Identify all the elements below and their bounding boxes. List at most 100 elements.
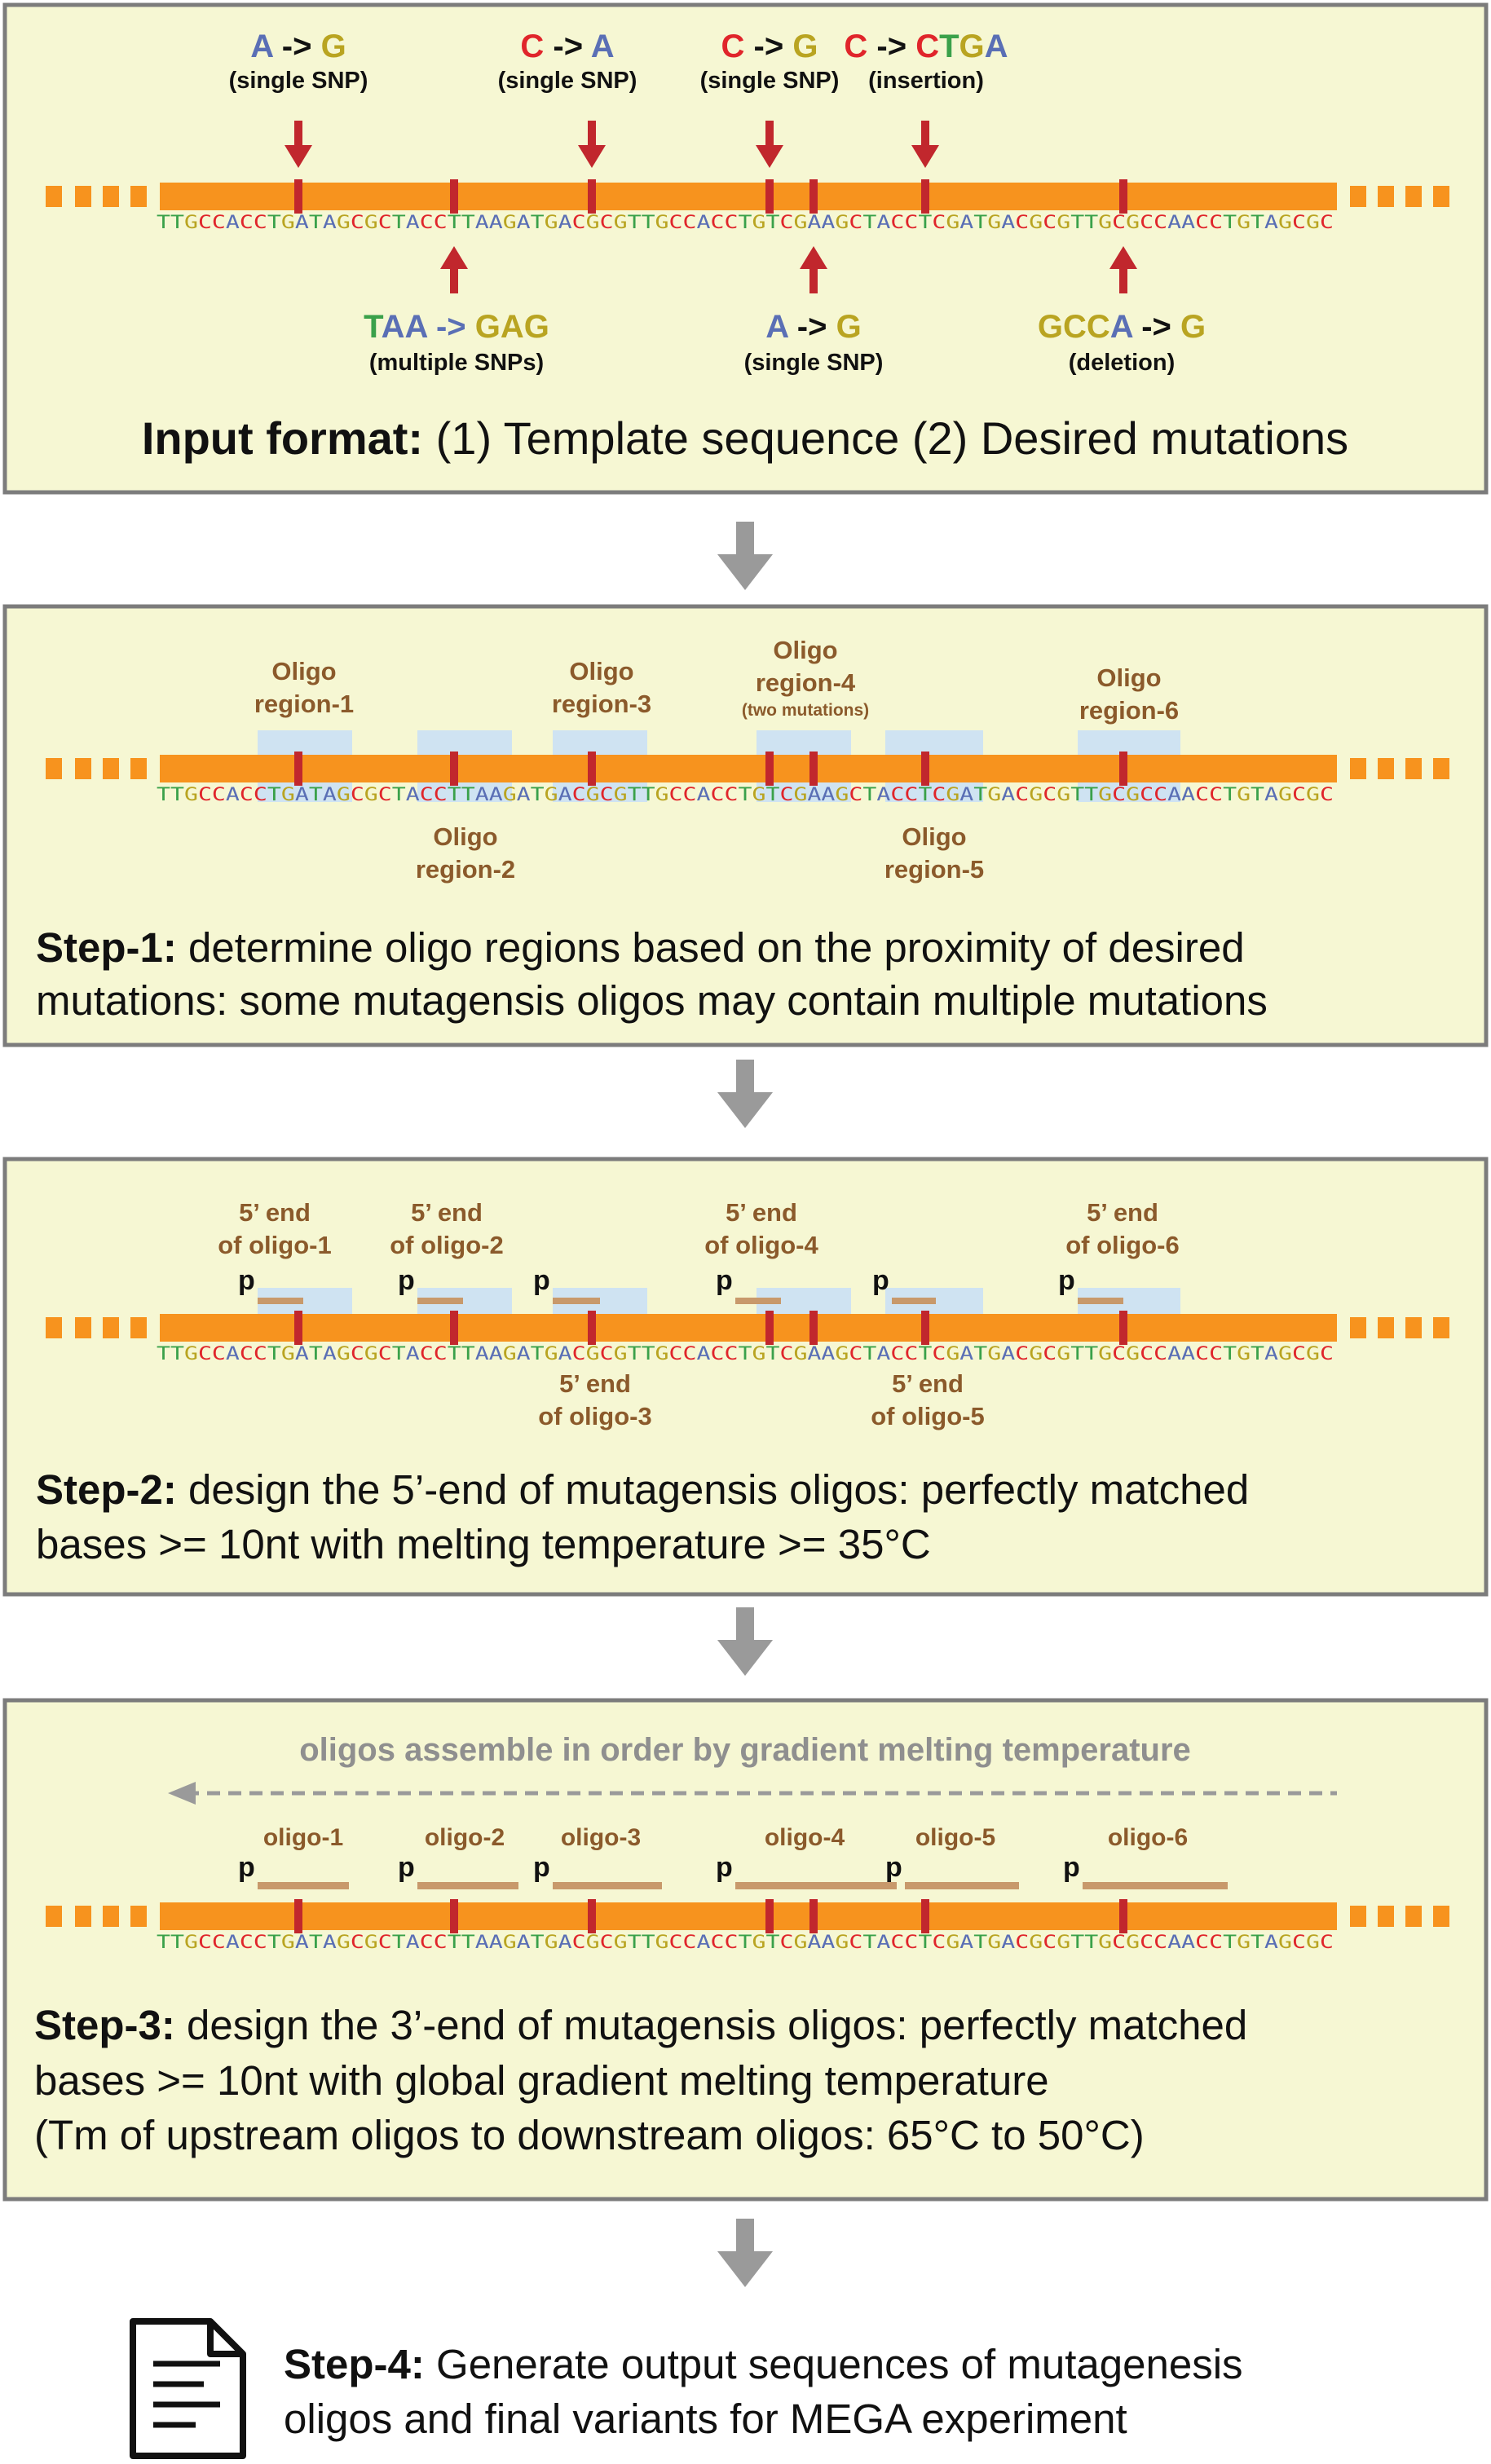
oligo-5prime-bar [1078, 1298, 1123, 1304]
sequence-base: C [849, 213, 862, 233]
sequence-base: C [1209, 213, 1223, 233]
track-dash-right [1405, 186, 1422, 207]
track-dash-left [75, 1317, 91, 1338]
sequence-base: C [932, 1344, 946, 1364]
sequence-base: G [503, 213, 517, 233]
flow-arrow-shaft [736, 1607, 754, 1645]
sequence-base: T [1070, 213, 1084, 233]
sequence-base: G [655, 785, 669, 805]
sequence-base: C [420, 1933, 434, 1953]
sequence-base: G [614, 213, 628, 233]
region-label-line2: region-4 [756, 668, 856, 697]
oligo-bar [905, 1882, 1019, 1889]
input-caption: Input format: (1) Template sequence (2) … [142, 412, 1348, 464]
sequence-base: A [807, 1344, 821, 1364]
document-icon [130, 2318, 246, 2459]
sequence-base: T [157, 213, 170, 233]
sequence-base: C [779, 1933, 793, 1953]
sequence-base: G [503, 1933, 517, 1953]
sequence-base: G [184, 1344, 198, 1364]
sequence-base: A [876, 785, 890, 805]
sequence-base: G [946, 1933, 959, 1953]
sequence-base: A [406, 785, 420, 805]
mutation-arrow-head [800, 246, 827, 269]
sequence-base: C [1112, 213, 1126, 233]
oligo-bar [553, 1882, 662, 1889]
track-dash-left [75, 758, 91, 779]
sequence-base: G [503, 785, 517, 805]
sequence-base: A [1264, 213, 1278, 233]
track-dash-right [1378, 186, 1394, 207]
sequence-base: C [212, 1344, 226, 1364]
track-dash-left [130, 758, 147, 779]
track-dash-right [1350, 1906, 1366, 1927]
sequence-base: A [1001, 1344, 1015, 1364]
sequence-base: A [876, 1344, 890, 1364]
sequence-base: T [1223, 1933, 1237, 1953]
sequence-base: A [876, 1933, 890, 1953]
oligo-5prime-bar [892, 1298, 936, 1304]
sequence-base: C [434, 1344, 448, 1364]
sequence-base: C [600, 1933, 614, 1953]
input-panel-box [2, 2, 1489, 495]
mutation-mark [921, 179, 929, 214]
sequence-base: C [890, 785, 904, 805]
five-prime-label-line2: of oligo-3 [538, 1402, 651, 1430]
mutation-mark [765, 752, 774, 786]
sequence-base: C [600, 1344, 614, 1364]
step2-caption-line1: Step-2: design the 5’-end of mutagensis … [36, 1466, 1249, 1513]
sequence-base: C [240, 785, 254, 805]
sequence-base: C [254, 213, 267, 233]
region-label-line2: region-3 [552, 690, 651, 718]
sequence-base: G [586, 213, 600, 233]
mutation-mark [294, 1899, 302, 1933]
sequence-base: C [378, 213, 392, 233]
track-dash-right [1350, 1317, 1366, 1338]
track-dash-left [130, 186, 147, 207]
five-prime-label-line2: of oligo-2 [390, 1231, 503, 1259]
sequence-base: T [1251, 1933, 1264, 1953]
oligo-bar [735, 1882, 897, 1889]
sequence-base: C [669, 785, 683, 805]
sequence-base: C [779, 213, 793, 233]
step1-caption-rest: determine oligo regions based on the pro… [177, 924, 1245, 971]
mutation-arrow-head [911, 145, 939, 168]
sequence-base: G [1029, 785, 1043, 805]
sequence-base: C [932, 785, 946, 805]
step4-caption-bold: Step-4: [284, 2341, 425, 2387]
track-dash-left [103, 758, 119, 779]
sequence-base: C [1015, 1344, 1029, 1364]
sequence-base: T [170, 1933, 184, 1953]
sequence-base: G [987, 785, 1001, 805]
gradient-arrow [168, 1782, 1337, 1805]
sequence-base: G [752, 1344, 765, 1364]
flow-arrow-4 [717, 2219, 773, 2287]
mutation-mark [765, 1311, 774, 1345]
five-prime-label-line2: of oligo-5 [871, 1402, 984, 1430]
five-prime-label-line1: 5’ end [559, 1369, 631, 1398]
sequence-base: A [406, 1344, 420, 1364]
sequence-base: G [1056, 1344, 1070, 1364]
sequence-base: A [517, 213, 531, 233]
mutation-part: G [1180, 309, 1206, 345]
sequence-base: A [821, 1933, 835, 1953]
sequence-base: C [351, 785, 364, 805]
sequence-base: C [1112, 1933, 1126, 1953]
sequence-base: C [1209, 785, 1223, 805]
five-prime-label-line2: of oligo-4 [704, 1231, 818, 1259]
flow-arrow-head [717, 1092, 773, 1128]
sequence-base: G [545, 785, 558, 805]
mutation-mark [450, 1899, 458, 1933]
sequence-base: T [765, 1933, 779, 1953]
sequence-base: G [1056, 785, 1070, 805]
sequence-base: T [1251, 785, 1264, 805]
gradient-label: oligos assemble in order by gradient mel… [299, 1732, 1191, 1768]
sequence-base: T [973, 1344, 987, 1364]
step4-caption-line1: Step-4: Generate output sequences of mut… [284, 2341, 1243, 2387]
mutation-mark [588, 1899, 596, 1933]
sequence-base: C [779, 785, 793, 805]
sequence-base: C [240, 213, 254, 233]
sequence-base: A [517, 1933, 531, 1953]
